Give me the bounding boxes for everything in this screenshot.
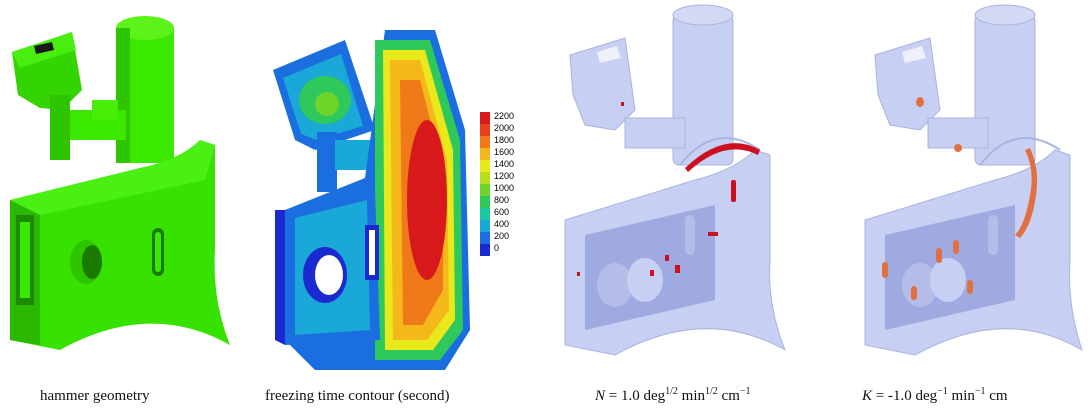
- caption-n-criterion: N = 1.0 deg1/2 min1/2 cm−1: [595, 386, 751, 405]
- colorbar-swatch: [480, 232, 490, 244]
- colorbar-swatch: [480, 184, 490, 196]
- hammer-geometry-render: [10, 16, 230, 350]
- colorbar-label: 600: [494, 207, 509, 217]
- colorbar-swatch: [480, 220, 490, 232]
- colorbar-label: 400: [494, 219, 509, 229]
- colorbar-swatch: [480, 112, 490, 124]
- colorbar-swatch: [480, 136, 490, 148]
- colorbar-swatch: [480, 148, 490, 160]
- n-criterion-defects-render: [564, 4, 786, 356]
- colorbar-swatch: [480, 124, 490, 136]
- colorbar-label: 1000: [494, 183, 514, 193]
- colorbar-label: 200: [494, 231, 509, 241]
- colorbar-label: 2000: [494, 123, 514, 133]
- colorbar-label: 1400: [494, 159, 514, 169]
- caption-freezing-time-contour: freezing time contour (second): [265, 388, 450, 404]
- colorbar-swatch: [480, 196, 490, 208]
- colorbar-swatch: [480, 244, 490, 256]
- caption-hammer-geometry: hammer geometry: [40, 388, 150, 404]
- colorbar-label: 1600: [494, 147, 514, 157]
- colorbar-swatch: [480, 160, 490, 172]
- shrinkage-defects: [577, 102, 760, 276]
- colorbar-legend: 2200200018001600140012001000800600400200…: [480, 111, 514, 256]
- colorbar-label: 1200: [494, 171, 514, 181]
- colorbar-swatch: [480, 172, 490, 184]
- colorbar-swatch: [480, 208, 490, 220]
- caption-k-criterion: K = -1.0 deg−1 min−1 cm: [862, 386, 1008, 405]
- colorbar-label: 1800: [494, 135, 514, 145]
- colorbar-label: 0: [494, 243, 499, 253]
- freezing-time-contour-render: 2200200018001600140012001000800600400200…: [273, 30, 514, 370]
- k-criterion-defects-render: [864, 4, 1083, 356]
- shrinkage-defects: [882, 97, 1038, 300]
- colorbar-label: 800: [494, 195, 509, 205]
- colorbar-label: 2200: [494, 111, 514, 121]
